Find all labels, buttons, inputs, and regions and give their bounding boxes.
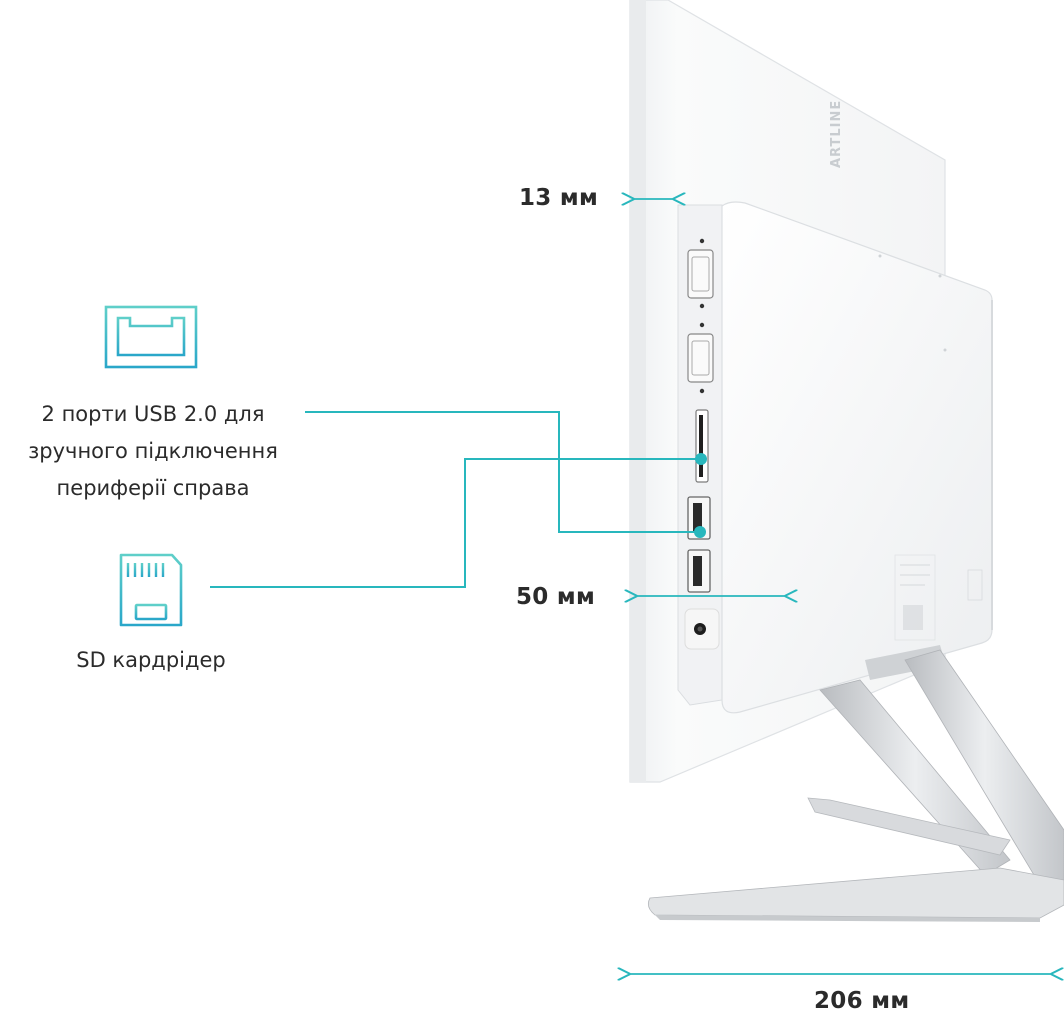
usb-callout-dot <box>694 526 706 538</box>
sd-feature-text: SD кардрідер <box>0 642 302 679</box>
usb-feature-line-3: периферії справа <box>56 476 250 500</box>
bezel-thickness-label: 13 мм <box>519 185 599 211</box>
sd-callout-line <box>210 458 700 588</box>
body-depth-label: 50 мм <box>516 584 596 610</box>
svg-text:ARTLINE: ARTLINE <box>829 100 844 168</box>
sd-card-icon <box>119 553 183 627</box>
stand-depth-label: 206 мм <box>814 988 910 1014</box>
monitor-back: ARTLINE <box>629 0 993 783</box>
sd-feature-line-1: SD кардрідер <box>76 648 226 672</box>
label-sticker <box>894 554 983 641</box>
usb-port-icon <box>104 305 198 369</box>
usb-feature-line-1: 2 порти USB 2.0 для <box>41 402 265 426</box>
usb-callout-line <box>305 411 700 533</box>
brand-logo: ARTLINE <box>829 100 844 168</box>
callout-lines <box>210 411 700 588</box>
stand <box>647 645 1064 922</box>
usb-feature-line-2: зручного підключення <box>28 439 278 463</box>
dimension-arrows <box>629 199 1052 974</box>
sd-callout-dot <box>695 453 707 465</box>
usb-feature-text: 2 порти USB 2.0 для зручного підключення… <box>0 396 306 507</box>
